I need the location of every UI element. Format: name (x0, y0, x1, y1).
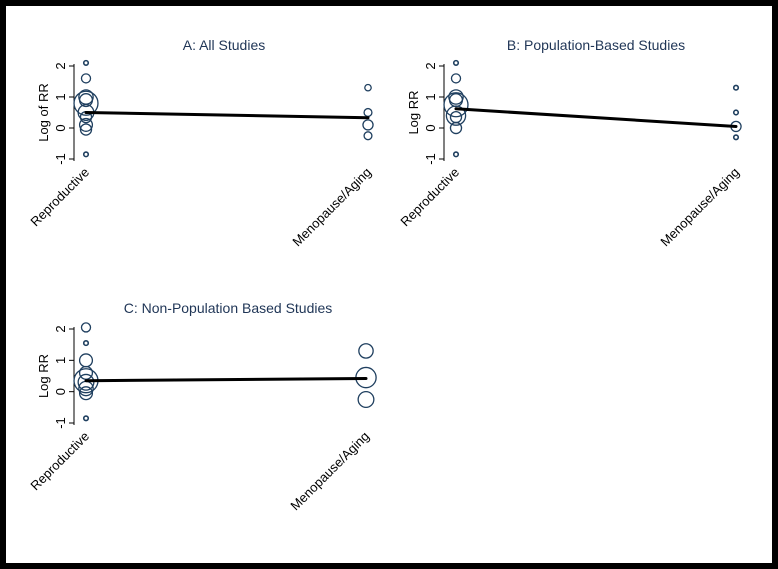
data-point (79, 123, 93, 136)
data-point (82, 59, 90, 66)
y-tick-label: -1 (53, 417, 68, 429)
data-point (78, 117, 94, 132)
data-point (363, 131, 373, 141)
y-tick-label: 1 (53, 93, 68, 100)
data-point (443, 92, 469, 118)
data-point (732, 84, 740, 91)
data-point (82, 151, 90, 158)
data-point (357, 391, 375, 408)
data-point (82, 340, 90, 347)
data-point (78, 353, 94, 368)
data-point (449, 121, 463, 135)
data-point (80, 322, 92, 333)
data-point (445, 105, 467, 126)
category-label: Reproductive (397, 165, 462, 230)
y-tick-label: 0 (53, 388, 68, 395)
data-point (452, 59, 460, 66)
category-label: Menopause/Aging (657, 165, 742, 250)
data-point (78, 386, 94, 401)
data-point (450, 73, 462, 84)
y-tick-label: 2 (53, 325, 68, 332)
y-tick-label: -1 (423, 153, 438, 165)
data-point (452, 151, 460, 158)
y-tick-label: 2 (423, 62, 438, 69)
y-tick-label: 0 (423, 124, 438, 131)
category-label: Reproductive (27, 429, 92, 494)
data-point (362, 119, 374, 131)
data-point (448, 89, 464, 105)
data-point (732, 109, 740, 116)
data-point (78, 93, 94, 108)
category-label: Menopause/Aging (289, 165, 374, 250)
category-label: Menopause/Aging (287, 429, 372, 514)
y-tick-label: 1 (53, 357, 68, 364)
data-point (73, 90, 99, 116)
fit-line (84, 111, 370, 120)
panel-c: C: Non-Population Based Studies -1 0 1 2Log … (27, 300, 377, 514)
y-tick-label: 1 (423, 93, 438, 100)
y-axis-label: Log of RR (36, 83, 51, 142)
data-point (364, 83, 372, 92)
y-axis-label: Log RR (406, 90, 421, 134)
panel-title: B: Population-Based Studies (507, 37, 685, 53)
fit-line (84, 377, 368, 383)
data-point (363, 107, 373, 118)
data-point (358, 343, 374, 359)
y-tick-label: 0 (53, 124, 68, 131)
fit-line (454, 107, 738, 128)
category-label: Reproductive (27, 165, 92, 230)
data-point (732, 134, 740, 141)
y-tick-label: 2 (53, 62, 68, 69)
y-axis-label: Log RR (36, 354, 51, 398)
data-point (77, 373, 95, 391)
y-tick-label: -1 (53, 153, 68, 165)
data-point (80, 73, 92, 84)
data-point (82, 415, 90, 422)
panel-title: A: All Studies (183, 37, 266, 53)
panel-title: C: Non-Population Based Studies (124, 300, 333, 316)
